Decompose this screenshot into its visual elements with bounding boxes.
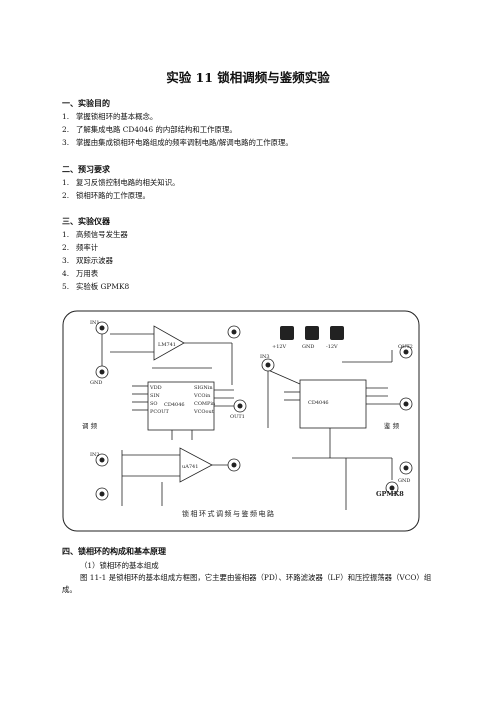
port-label: IN3: [260, 354, 270, 360]
chip-label: CD4046: [164, 402, 185, 408]
port-label: GND: [90, 380, 102, 386]
section-heading-objectives: 一、实验目的: [62, 98, 110, 108]
list-item: 1.复习反馈控制电路的相关知识。: [62, 178, 180, 187]
power-label-pos: +12V: [272, 344, 287, 350]
section-heading-instruments: 三、实验仪器: [62, 216, 110, 226]
chip-label: CD4046: [308, 400, 329, 406]
power-label-gnd: GND: [302, 344, 314, 350]
opamp1-label: LM741: [158, 342, 176, 348]
section-heading-principle: 四、锁相环的构成和基本原理: [62, 546, 166, 556]
board-model: GPMK8: [376, 490, 404, 498]
svg-text:VCOout: VCOout: [193, 409, 214, 415]
svg-text:COMPin: COMPin: [194, 401, 216, 407]
list-item: 2.了解集成电路 CD4046 的内部结构和工作原理。: [62, 125, 237, 134]
power-label-neg: -12V: [326, 344, 338, 350]
fm-label: 调 频: [82, 421, 98, 430]
board-caption: 锁相环式调频与鉴频电路: [182, 509, 276, 518]
svg-text:VCOin: VCOin: [193, 393, 211, 399]
svg-text:SO: SO: [150, 401, 158, 407]
list-item: 1.掌握锁相环的基本概念。: [62, 112, 158, 121]
body-paragraph: 图 11-1 是锁相环的基本组成方框图，它主要由鉴相器（PD）、环路滤波器（LF…: [62, 573, 432, 594]
page-title: 实验 11 锁相调频与鉴频实验: [166, 70, 330, 85]
svg-text:SIN: SIN: [150, 393, 160, 399]
fd-label: 鉴 频: [384, 421, 400, 430]
svg-text:PCOUT: PCOUT: [150, 409, 170, 415]
svg-text:SIGNin: SIGNin: [194, 385, 213, 391]
list-item: 2.频率计: [62, 243, 99, 252]
section-heading-preview: 二、预习要求: [62, 164, 110, 174]
list-item: 2.锁相环路的工作原理。: [62, 191, 150, 200]
port-label: IN1: [90, 320, 100, 326]
list-item: 5.实验板 GPMK8: [62, 282, 130, 291]
list-item: 1.高频信号发生器: [62, 230, 128, 239]
svg-text:VDD: VDD: [149, 385, 162, 391]
port-label: GND: [398, 478, 410, 484]
circuit-board-figure: +12V GND -12V IN1 GND IN2 OUT2 OUT1 GND …: [62, 310, 420, 532]
opamp2-label: uA741: [182, 464, 198, 470]
subheading: （1）锁相环的基本组成: [80, 561, 159, 570]
list-item: 3.掌握由集成锁相环电路组成的频率调制电路/解调电路的工作原理。: [62, 138, 293, 147]
list-item: 4.万用表: [62, 269, 99, 278]
list-item: 3.双踪示波器: [62, 256, 113, 265]
port-label: OUT2: [398, 344, 413, 350]
port-label: IN2: [90, 452, 100, 458]
port-label: OUT1: [230, 414, 245, 420]
